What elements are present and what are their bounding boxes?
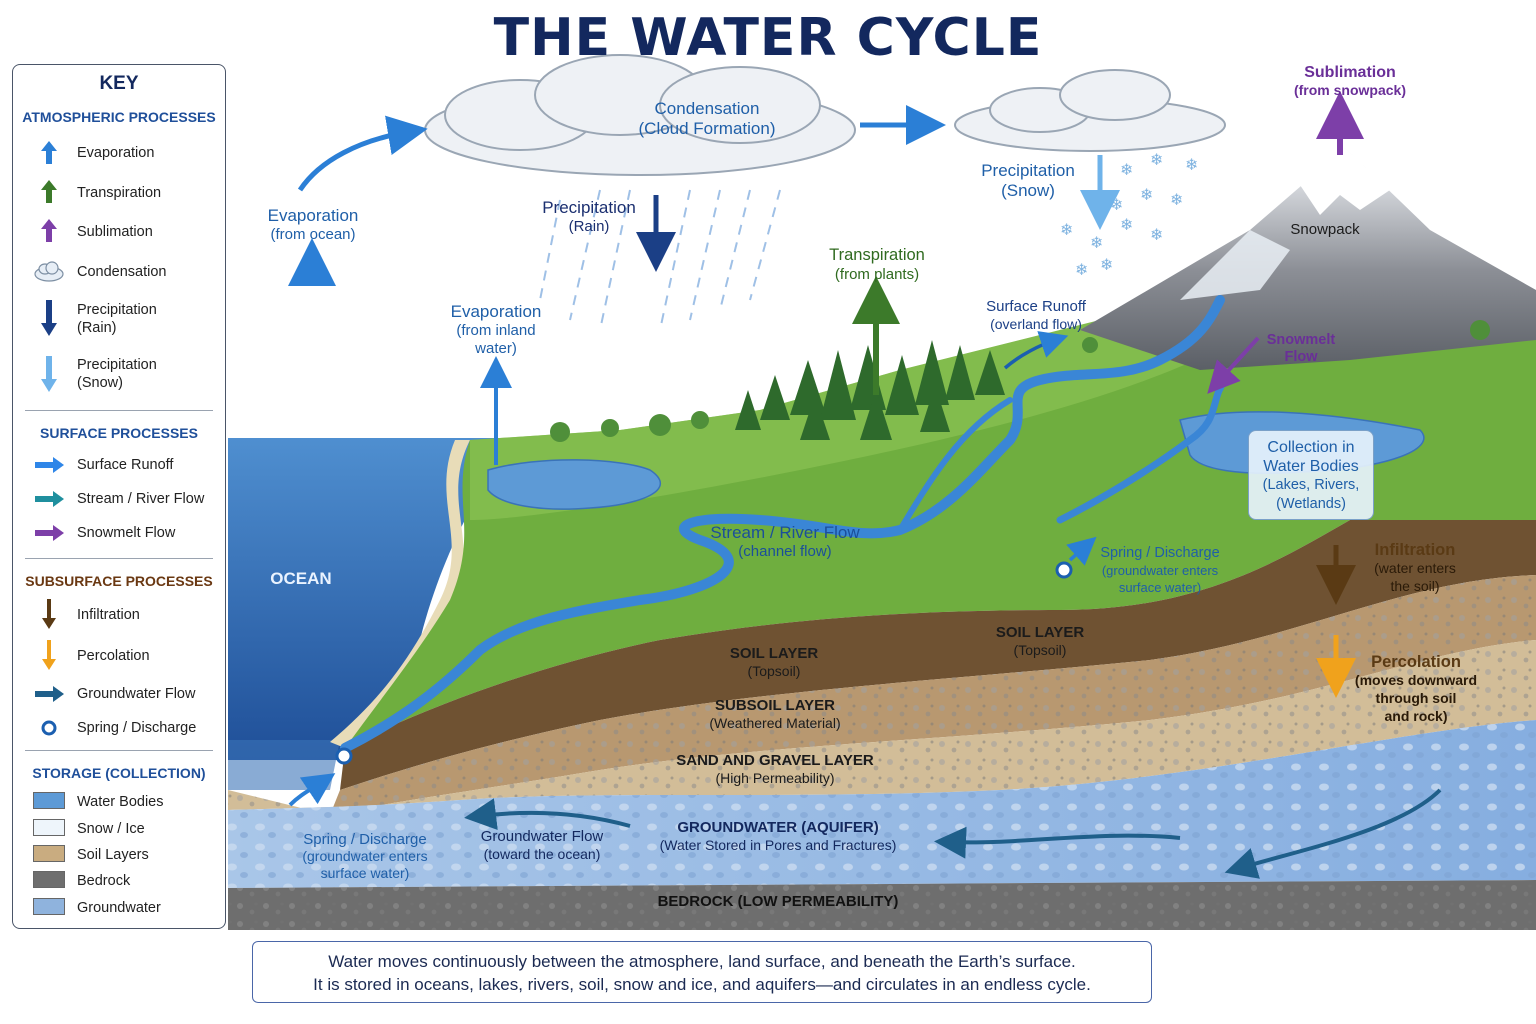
stream-key-icon — [35, 491, 64, 507]
svg-text:❄: ❄ — [1185, 155, 1198, 174]
groundwater-swatch — [33, 898, 65, 915]
svg-text:❄: ❄ — [1150, 150, 1163, 169]
snowmelt-arrow — [1207, 336, 1260, 394]
key-divider — [25, 750, 213, 751]
svg-text:❄: ❄ — [1100, 255, 1113, 274]
svg-text:❄: ❄ — [1120, 160, 1133, 179]
sublimation-key-icon — [41, 219, 57, 242]
ring-key-icon — [41, 720, 57, 736]
label-collection-water-bodies: Collection in Water Bodies (Lakes, River… — [1248, 430, 1374, 520]
label-groundwater-flow: Groundwater Flow (toward the ocean) — [480, 828, 604, 862]
label-sublimation: Sublimation (from snowpack) — [1293, 64, 1406, 99]
label-precipitation-rain: Precipitation (Rain) — [542, 198, 636, 236]
snow-ice-swatch — [33, 819, 65, 836]
label-evaporation-inland: Evaporation (from inland water) — [450, 302, 542, 358]
snowflake-icon: ❄❄❄ ❄❄❄ ❄❄❄ ❄❄❄ — [1060, 150, 1198, 279]
svg-text:❄: ❄ — [1120, 215, 1133, 234]
svg-text:❄: ❄ — [1075, 260, 1088, 279]
label-bedrock: BEDROCK (LOW PERMEABILITY) — [657, 893, 899, 910]
water-bodies-swatch — [33, 792, 65, 809]
cloud-right — [954, 69, 1226, 152]
groundwater-flow-arrow-1 — [464, 798, 631, 830]
key-divider — [25, 410, 213, 411]
spring-upper-icon — [1055, 561, 1073, 579]
label-snowpack: Snowpack — [1290, 221, 1360, 238]
rain — [539, 189, 781, 331]
label-subsoil: SUBSOIL LAYER (Weathered Material) — [709, 697, 841, 731]
forest-trees — [735, 340, 1005, 440]
percolation-key-icon — [42, 640, 56, 670]
spring-upper-arrow — [1066, 536, 1097, 566]
cloud-main — [424, 54, 856, 176]
bedrock-swatch — [33, 871, 65, 888]
groundwater-flow-arrow-2 — [934, 826, 1181, 859]
label-soil-right: SOIL LAYER (Topsoil) — [995, 624, 1085, 658]
label-ocean: OCEAN — [270, 569, 332, 588]
label-spring-lower: Spring / Discharge (groundwater enters s… — [302, 831, 428, 881]
svg-text:❄: ❄ — [1090, 233, 1103, 252]
svg-text:❄: ❄ — [1060, 220, 1073, 239]
svg-text:❄: ❄ — [1140, 185, 1153, 204]
label-condensation: Condensation (Cloud Formation) — [638, 99, 776, 139]
svg-text:❄: ❄ — [1110, 195, 1123, 214]
label-infiltration: Infiltration (water enters the soil) — [1374, 541, 1456, 594]
label-sand-gravel: SAND AND GRAVEL LAYER (High Permeability… — [676, 752, 874, 786]
key-heading-subsurface: SUBSURFACE PROCESSES — [25, 573, 213, 589]
label-stream-flow: Stream / River Flow (channel flow) — [710, 523, 860, 561]
label-soil-left: SOIL LAYER (Topsoil) — [729, 645, 819, 679]
label-snowmelt-flow: Snowmelt Flow — [1266, 332, 1336, 366]
label-spring-upper: Spring / Discharge (groundwater enters s… — [1100, 545, 1220, 595]
runoff-key-icon — [35, 457, 64, 473]
transpiration-key-icon — [41, 180, 57, 203]
label-evaporation-ocean: Evaporation (from ocean) — [267, 206, 359, 244]
snow-key-icon — [41, 356, 57, 392]
rain-key-icon — [41, 300, 57, 336]
surface-runoff-arrow — [1003, 331, 1069, 370]
summary-caption: Water moves continuously between the atm… — [252, 941, 1152, 1003]
key-divider — [25, 558, 213, 559]
groundwater-flow-key-icon — [35, 686, 64, 702]
groundwater-flow-arrow-3 — [1224, 788, 1442, 879]
evaporation-curve-arrow — [297, 115, 428, 192]
label-precipitation-snow: Precipitation (Snow) — [981, 161, 1075, 201]
spring-lower-icon — [335, 747, 353, 765]
infiltration-key-icon — [42, 599, 56, 629]
svg-text:❄: ❄ — [1170, 190, 1183, 209]
key-heading-atmospheric: ATMOSPHERIC PROCESSES — [22, 109, 216, 125]
key-title: KEY — [99, 73, 139, 94]
key-heading-surface: SURFACE PROCESSES — [40, 425, 198, 441]
key-precip-rain: Precipitation (Rain) — [77, 302, 157, 337]
soil-layers-swatch — [33, 845, 65, 862]
svg-text:❄: ❄ — [1150, 225, 1163, 244]
label-groundwater: GROUNDWATER (AQUIFER) (Water Stored in P… — [659, 819, 897, 853]
evaporation-key-icon — [41, 141, 57, 164]
key-precip-snow: Precipitation (Snow) — [77, 357, 157, 392]
label-transpiration: Transpiration (from plants) — [829, 246, 925, 283]
cloud-key-icon — [34, 261, 64, 282]
key-panel: KEY ATMOSPHERIC PROCESSES Evaporation Tr… — [12, 64, 226, 929]
key-heading-storage: STORAGE (COLLECTION) — [32, 765, 206, 781]
page-title: THE WATER CYCLE — [493, 8, 1043, 68]
spring-lower-arrow — [288, 773, 336, 807]
label-percolation: Percolation (moves downward through soil… — [1354, 653, 1478, 724]
label-surface-runoff: Surface Runoff (overland flow) — [986, 298, 1086, 332]
snowmelt-key-icon — [35, 525, 64, 541]
